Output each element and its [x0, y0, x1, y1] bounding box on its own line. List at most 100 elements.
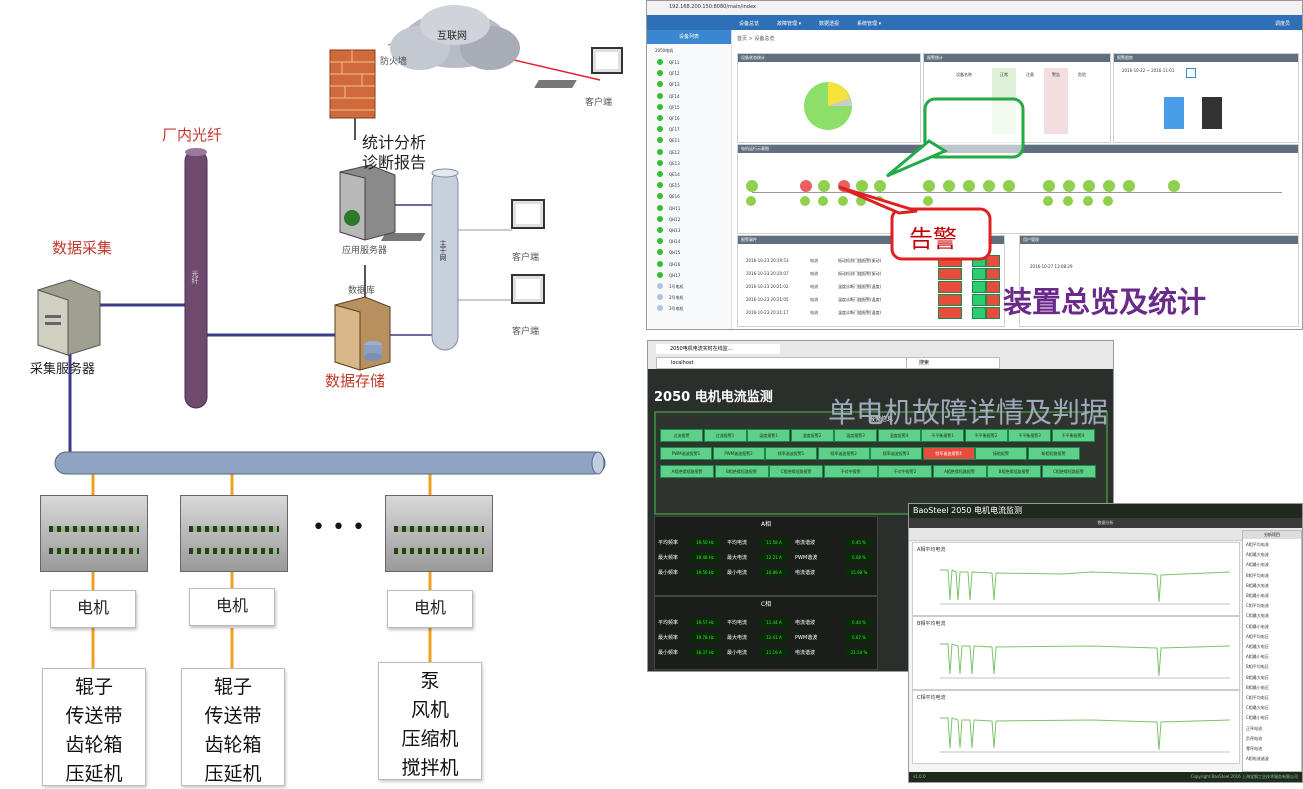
- alarm-indicator-button[interactable]: 断相短路报警: [1027, 447, 1080, 460]
- analysis-sidebar-item[interactable]: B相最小电流: [1246, 593, 1269, 598]
- sidebar-item[interactable]: QE15: [669, 183, 680, 189]
- alarm-indicator-button[interactable]: 温度报警1: [747, 429, 790, 442]
- alarm-status-button[interactable]: [938, 294, 962, 306]
- sidebar-item[interactable]: QF14: [669, 93, 680, 99]
- motor-node[interactable]: [1043, 180, 1055, 192]
- analysis-sidebar-item[interactable]: A相平均电压: [1246, 633, 1269, 639]
- sidebar-item[interactable]: QF15: [669, 104, 680, 110]
- alarm-indicator-button[interactable]: C相绝缘短路报警: [1041, 465, 1096, 478]
- analysis-sidebar-item[interactable]: B相平均电压: [1246, 664, 1269, 670]
- analysis-sidebar-item[interactable]: B相最大电压: [1246, 674, 1269, 680]
- motor-node[interactable]: [1063, 180, 1075, 192]
- sidebar-item[interactable]: QF16: [669, 116, 680, 121]
- motor-node[interactable]: [746, 180, 758, 192]
- sidebar-item[interactable]: QH15: [669, 250, 681, 256]
- delete-button[interactable]: [986, 268, 1000, 280]
- delete-button[interactable]: [986, 294, 1000, 306]
- motor-node[interactable]: [1103, 180, 1115, 192]
- search-icon[interactable]: [1186, 68, 1196, 78]
- alarm-indicator-button[interactable]: 频率谐波报警2: [817, 447, 870, 460]
- alarm-status-button[interactable]: [938, 268, 962, 280]
- motor-node[interactable]: [1168, 180, 1180, 192]
- alarm-indicator-button[interactable]: 不平衡报警3: [1008, 429, 1051, 442]
- alarm-indicator-button[interactable]: B相绝缘短路报警: [714, 465, 769, 478]
- nav-data[interactable]: 数据透视: [819, 21, 840, 27]
- browser-tab[interactable]: 2050电机电流实时在线监...: [656, 344, 780, 354]
- motor-node[interactable]: [943, 180, 955, 192]
- confirm-button[interactable]: [972, 268, 986, 280]
- sidebar-item[interactable]: QE16: [669, 194, 680, 200]
- motor-node[interactable]: [746, 196, 756, 206]
- alarm-indicator-button[interactable]: 不平衡报警4: [1051, 429, 1095, 442]
- delete-button[interactable]: [986, 255, 1000, 267]
- analysis-sidebar-item[interactable]: A相平均电流: [1246, 542, 1269, 547]
- motor-node[interactable]: [1083, 196, 1093, 206]
- alarm-indicator-button[interactable]: C相绝缘短路报警: [769, 465, 823, 478]
- alarm-indicator-button[interactable]: 不对中报警2: [878, 465, 932, 478]
- sidebar-item[interactable]: 2号电机: [669, 295, 684, 301]
- alarm-status-button[interactable]: [938, 307, 962, 319]
- motor-node[interactable]: [963, 180, 975, 192]
- alarm-indicator-button[interactable]: 频率谐波报警1: [765, 447, 817, 460]
- confirm-button[interactable]: [972, 294, 986, 306]
- analysis-sidebar-item[interactable]: C相最大电压: [1246, 705, 1269, 711]
- analysis-sidebar-item[interactable]: A相最大电压: [1246, 644, 1269, 649]
- analysis-sidebar-item[interactable]: 零序电流: [1246, 746, 1262, 751]
- motor-node[interactable]: [838, 196, 848, 206]
- alarm-indicator-button[interactable]: 温度报警4: [877, 429, 921, 442]
- motor-node[interactable]: [800, 180, 812, 192]
- analysis-sidebar-item[interactable]: C相最大电流: [1246, 613, 1269, 619]
- analysis-sidebar-item[interactable]: A相电流谐波: [1246, 756, 1269, 762]
- sidebar-item[interactable]: QF12: [669, 71, 680, 77]
- analysis-sidebar-item[interactable]: 正序电流: [1246, 725, 1262, 731]
- alarm-indicator-button[interactable]: B相绝缘短路报警: [987, 465, 1041, 478]
- address-bar[interactable]: localhost: [656, 357, 912, 369]
- motor-node[interactable]: [1103, 196, 1113, 206]
- date-range-input[interactable]: 2016-10-22 ~ 2016-11-01: [1122, 68, 1175, 73]
- browser-url[interactable]: 192.168.200.150:8080/main/index: [669, 4, 756, 10]
- sidebar-item[interactable]: QE12: [669, 149, 680, 155]
- alarm-indicator-button[interactable]: 接地报警: [975, 447, 1027, 460]
- nav-user[interactable]: 调度员: [1275, 21, 1291, 27]
- sidebar-item[interactable]: QE14: [669, 172, 680, 177]
- delete-button[interactable]: [986, 281, 1000, 293]
- sidebar-item[interactable]: QH14: [669, 239, 681, 245]
- alarm-indicator-button[interactable]: 过流报警: [660, 429, 703, 442]
- analysis-sidebar-item[interactable]: B相最小电压: [1246, 684, 1269, 690]
- motor-node[interactable]: [983, 180, 995, 192]
- nav-system[interactable]: 系统管理 ▾: [857, 21, 882, 27]
- motor-node[interactable]: [856, 180, 868, 192]
- analysis-sidebar-item[interactable]: 负序电流: [1246, 735, 1262, 741]
- motor-node[interactable]: [1043, 196, 1053, 206]
- motor-node[interactable]: [1063, 196, 1073, 206]
- alarm-indicator-button[interactable]: 不对中报警: [823, 465, 878, 478]
- sidebar-item[interactable]: QH12: [669, 216, 681, 222]
- analysis-sidebar-item[interactable]: C相平均电流: [1246, 603, 1269, 609]
- motor-node[interactable]: [856, 196, 866, 206]
- sidebar-item[interactable]: QF13: [669, 82, 680, 88]
- alarm-indicator-button[interactable]: 不平衡报警1: [921, 429, 964, 442]
- alarm-indicator-button[interactable]: A相绝缘短路报警: [660, 465, 714, 478]
- motor-node[interactable]: [874, 180, 886, 192]
- alarm-indicator-button[interactable]: 不平衡报警2: [964, 429, 1008, 442]
- confirm-button[interactable]: [972, 307, 986, 319]
- motor-node[interactable]: [1003, 180, 1015, 192]
- alarm-indicator-button[interactable]: 频率谐波报警3: [870, 447, 922, 460]
- alarm-indicator-button[interactable]: 温度报警2: [790, 429, 834, 442]
- alarm-indicator-button[interactable]: 过流报警1: [703, 429, 747, 442]
- sidebar-item[interactable]: QE11: [669, 138, 680, 144]
- motor-node[interactable]: [1123, 180, 1135, 192]
- confirm-button[interactable]: [972, 281, 986, 293]
- sidebar-item[interactable]: QF11: [669, 60, 680, 65]
- delete-button[interactable]: [986, 307, 1000, 319]
- alarm-indicator-button[interactable]: PWM谐波报警1: [660, 447, 712, 460]
- sidebar-item[interactable]: QH11: [669, 205, 681, 211]
- sidebar-item[interactable]: QH17: [669, 272, 681, 278]
- sidebar-item[interactable]: QH16: [669, 261, 681, 267]
- analysis-sidebar-item[interactable]: C相平均电压: [1246, 695, 1269, 700]
- sidebar-item[interactable]: QH13: [669, 228, 681, 233]
- motor-node[interactable]: [818, 196, 828, 206]
- analysis-sidebar-item[interactable]: A相最小电流: [1246, 562, 1269, 568]
- nav-fault[interactable]: 故障管理 ▾: [777, 21, 802, 27]
- analysis-sidebar-item[interactable]: B相平均电流: [1246, 572, 1269, 578]
